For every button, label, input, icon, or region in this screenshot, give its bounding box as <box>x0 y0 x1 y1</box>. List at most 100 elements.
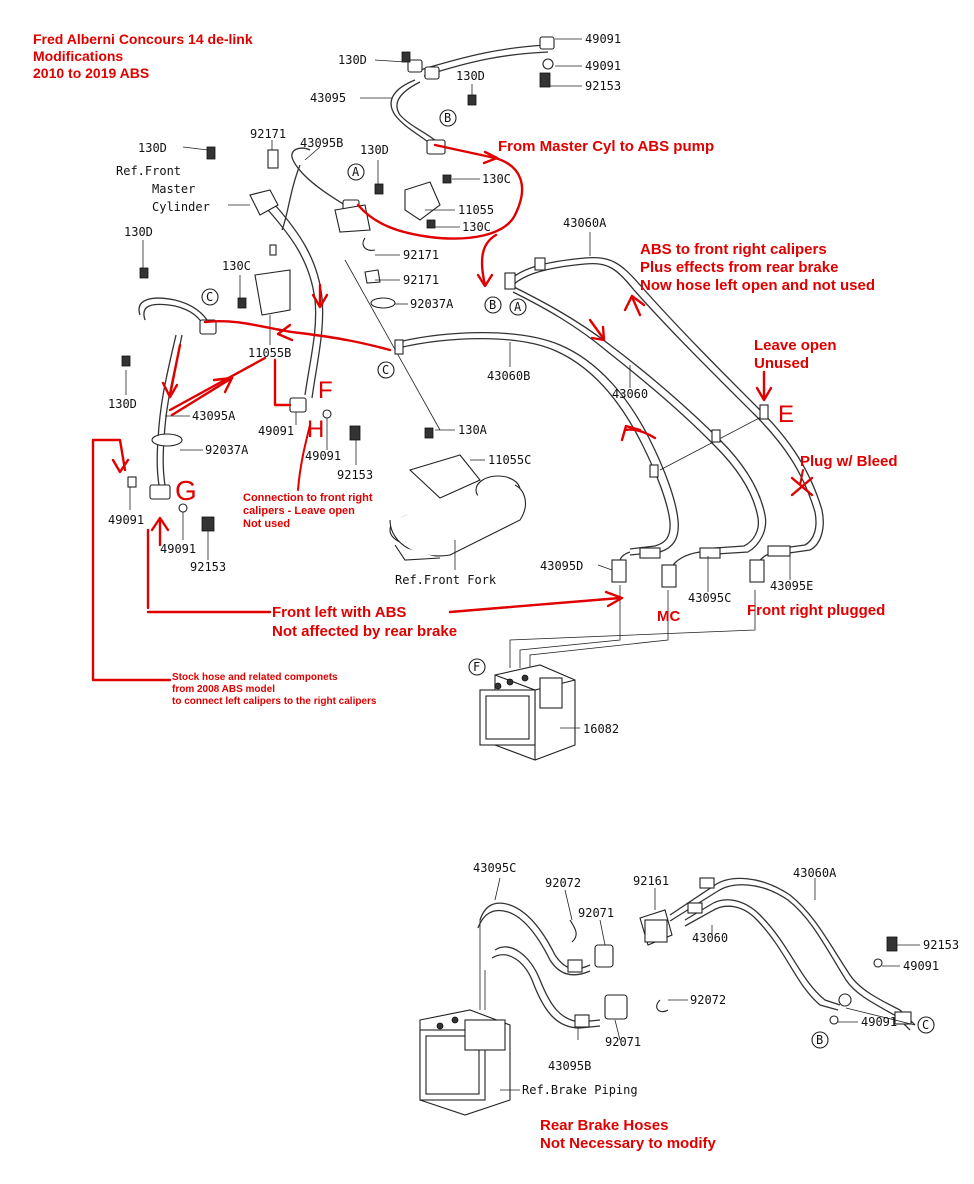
annotation-leave-open-2: Unused <box>754 355 809 372</box>
annotation-front-left-1: Front left with ABS <box>272 604 406 621</box>
part-label: 130C <box>482 172 511 186</box>
svg-text:A: A <box>352 165 360 179</box>
annotation-stock-1: Stock hose and related componets <box>172 672 338 683</box>
part-label: 43095D <box>540 559 583 573</box>
annotation-front-left-2: Not affected by rear brake <box>272 623 457 640</box>
part-label: 130A <box>458 423 488 437</box>
part-label: 43095E <box>770 579 813 593</box>
part-label: 11055C <box>488 453 531 467</box>
svg-text:C: C <box>206 290 213 304</box>
annotation-conn-right-3: Not used <box>243 518 290 530</box>
part-label: 11055B <box>248 346 291 360</box>
annotation-stock-3: to connect left calipers to the right ca… <box>172 696 377 707</box>
annotation-abs-right-3: Now hose left open and not used <box>640 277 875 294</box>
annotation-conn-right-2: calipers - Leave open <box>243 505 355 517</box>
part-label: 130D <box>456 69 485 83</box>
part-label: 43095 <box>310 91 346 105</box>
annotation-mc: MC <box>657 608 680 625</box>
circle-marker-c-mid: C <box>377 361 395 379</box>
part-label: 130D <box>108 397 137 411</box>
bolts <box>121 51 477 439</box>
circle-marker-b-rear: B <box>811 1031 829 1049</box>
svg-text:B: B <box>444 111 451 125</box>
part-label: 43060 <box>692 931 728 945</box>
part-label: 49091 <box>160 542 196 556</box>
rear-brake-section <box>419 877 916 1116</box>
annotation-rear-1: Rear Brake Hoses <box>540 1117 668 1134</box>
title-line-3: 2010 to 2019 ABS <box>33 65 149 81</box>
title-line-1: Fred Alberni Concours 14 de-link <box>33 31 253 47</box>
circle-marker-b-mid: B <box>484 296 502 314</box>
annotation-conn-right-1: Connection to front right <box>243 492 373 504</box>
part-label: 43060A <box>563 216 607 230</box>
red-flow-markings <box>91 143 814 682</box>
circle-marker-a-top: A <box>347 163 365 181</box>
part-label: 43095C <box>473 861 516 875</box>
part-label: 92072 <box>690 993 726 1007</box>
part-label: 92161 <box>633 874 669 888</box>
part-label: 49091 <box>108 513 144 527</box>
part-label: 43060A <box>793 866 837 880</box>
point-letter-e: E <box>778 401 794 428</box>
part-label: 49091 <box>305 449 341 463</box>
abs-unit-upper <box>479 664 580 761</box>
part-label: 130D <box>360 143 389 157</box>
part-label: 92037A <box>205 443 249 457</box>
annotation-stock-2: from 2008 ABS model <box>172 684 275 695</box>
part-label: 92071 <box>578 906 614 920</box>
point-letters: E F G H <box>175 377 794 506</box>
ref-label: Ref.Front Fork <box>395 573 497 587</box>
ref-label: Master <box>152 182 195 196</box>
part-label: 130D <box>124 225 153 239</box>
part-label: 92072 <box>545 876 581 890</box>
svg-text:B: B <box>816 1033 823 1047</box>
part-label: 92037A <box>410 297 454 311</box>
part-label: 130D <box>138 141 167 155</box>
ref-label: Ref.Brake Piping <box>522 1083 638 1097</box>
svg-text:A: A <box>514 300 522 314</box>
part-label: 92153 <box>923 938 959 952</box>
leader-lines <box>125 38 920 1041</box>
part-label: 16082 <box>583 722 619 736</box>
part-label: 43060 <box>612 387 648 401</box>
part-label: 92171 <box>403 273 439 287</box>
point-letter-g: G <box>175 475 197 506</box>
circle-marker-c-rear: C <box>917 1016 935 1034</box>
part-label: 49091 <box>903 959 939 973</box>
part-number-labels: 49091 49091 92153 130D 130D 43095 130D 9… <box>108 32 959 1097</box>
part-label: 92171 <box>403 248 439 262</box>
svg-text:B: B <box>489 298 496 312</box>
part-label: 92153 <box>585 79 621 93</box>
part-label: 43095A <box>192 409 236 423</box>
point-letter-f: F <box>318 377 333 404</box>
ref-label: Ref.Front <box>116 164 181 178</box>
circle-marker-a-mid: A <box>509 298 527 316</box>
part-label: 43060B <box>487 369 530 383</box>
part-label: 49091 <box>585 32 621 46</box>
part-label: 43095B <box>548 1059 591 1073</box>
circle-marker-f-abs: F <box>468 658 486 676</box>
annotation-abs-right-2: Plus effects from rear brake <box>640 259 838 276</box>
annotation-master-to-abs: From Master Cyl to ABS pump <box>498 138 714 155</box>
part-label: 49091 <box>258 424 294 438</box>
ref-label: Cylinder <box>152 200 210 214</box>
fittings <box>121 36 791 588</box>
circle-marker-c-left: C <box>201 288 219 306</box>
title-line-2: Modifications <box>33 48 123 64</box>
part-label: 130C <box>222 259 251 273</box>
part-label: 49091 <box>861 1015 897 1029</box>
point-letter-h: H <box>307 416 324 443</box>
annotation-rear-2: Not Necessary to modify <box>540 1135 717 1152</box>
part-label: 43095B <box>300 136 343 150</box>
annotation-leave-open-1: Leave open <box>754 337 837 354</box>
front-fork-illustration <box>389 454 526 561</box>
circle-markers: B A B A C C F B <box>201 109 935 1049</box>
part-label: 43095C <box>688 591 731 605</box>
part-label: 130D <box>338 53 367 67</box>
circle-marker-b-top: B <box>439 109 457 127</box>
part-label: 92171 <box>250 127 286 141</box>
annotation-plug-bleed: Plug w/ Bleed <box>800 453 898 470</box>
annotations: From Master Cyl to ABS pump ABS to front… <box>172 138 898 1152</box>
part-label: 11055 <box>458 203 494 217</box>
